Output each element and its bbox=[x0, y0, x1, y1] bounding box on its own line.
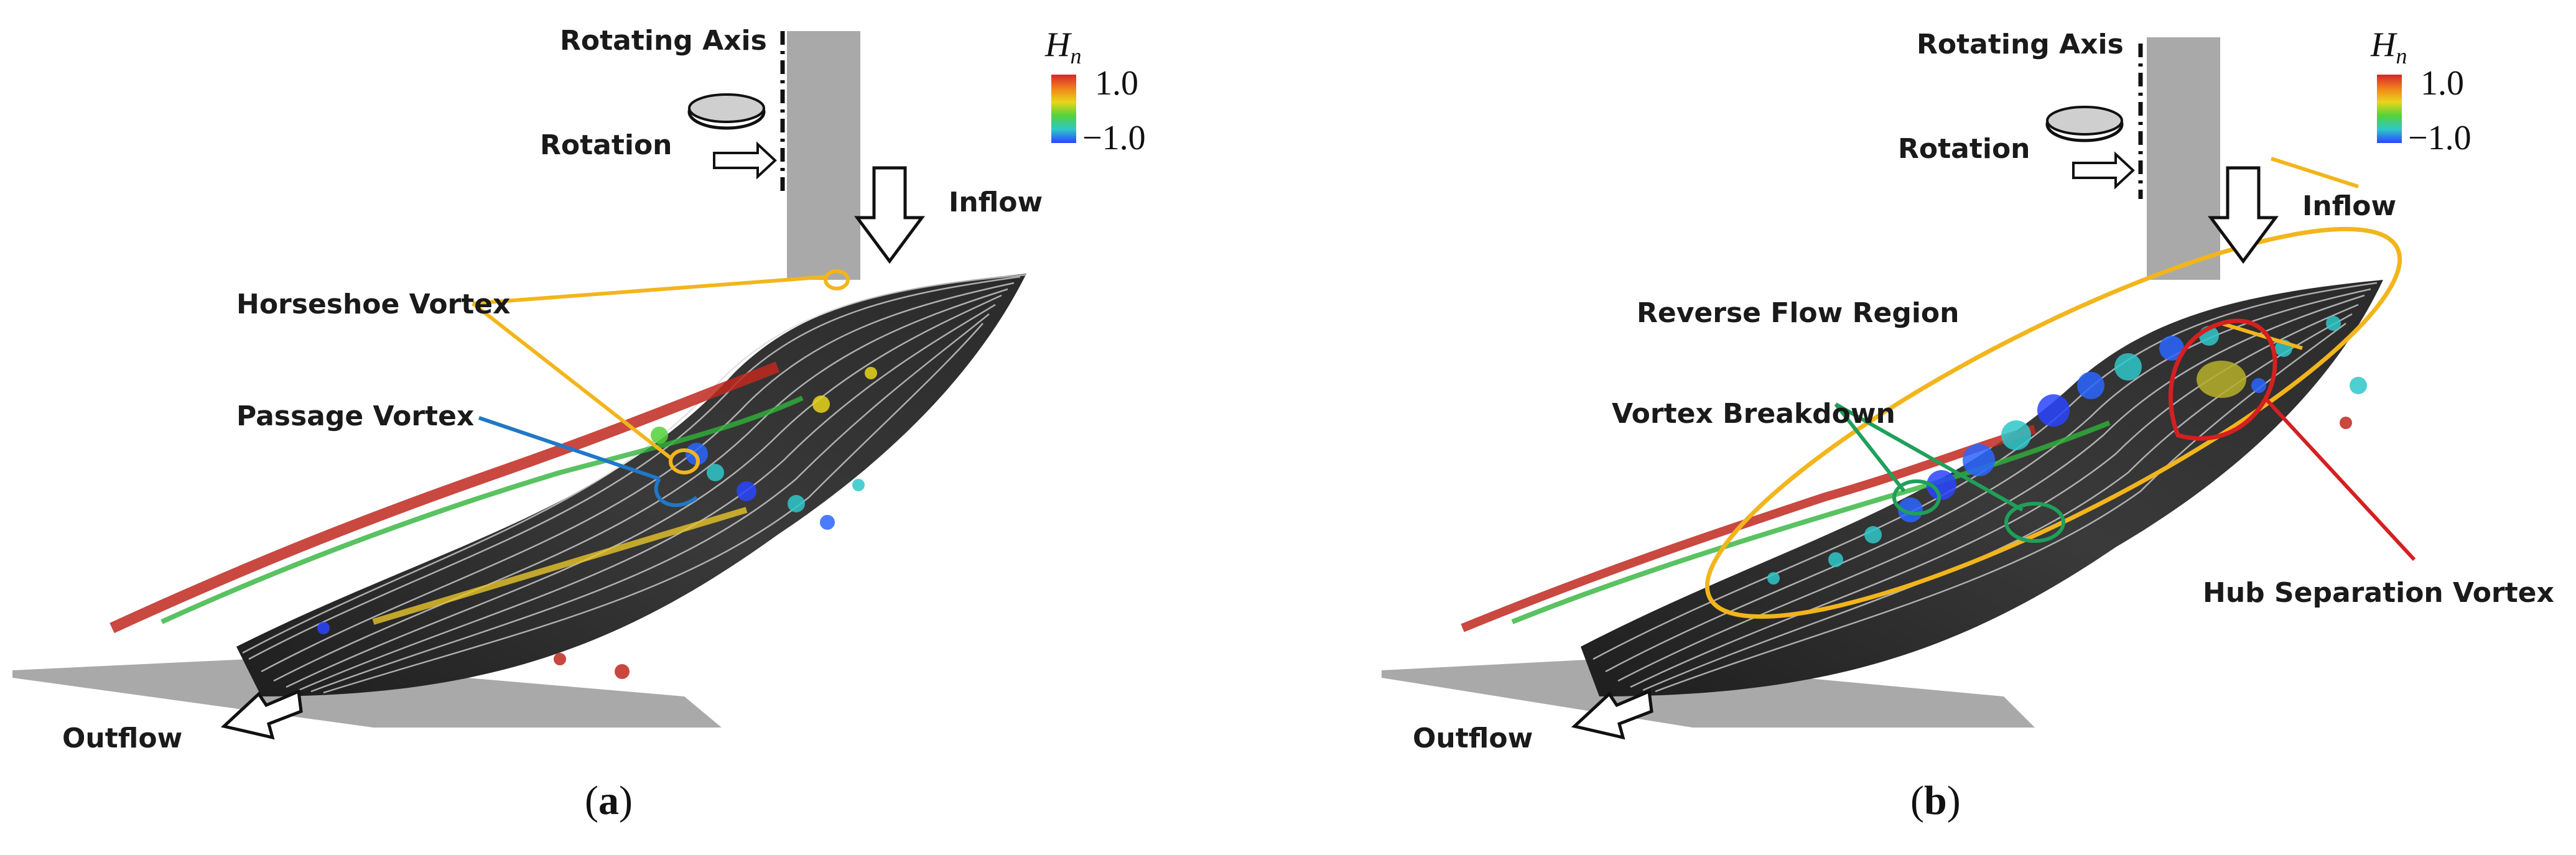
reverse-flow-ellipse bbox=[1704, 226, 2402, 619]
horseshoe-leader-lines bbox=[472, 269, 850, 474]
green-vortex-streak bbox=[160, 395, 804, 624]
vortex-breakdown-marks bbox=[1834, 402, 2065, 543]
inflow-arrow-icon bbox=[854, 166, 925, 264]
colorbar-max: 1.0 bbox=[1095, 64, 1138, 103]
flow-visualization-a bbox=[12, 31, 1027, 740]
hub-surface bbox=[12, 659, 722, 728]
streamlines bbox=[1593, 282, 2378, 693]
green-vortex-streak bbox=[1511, 420, 2111, 624]
passage-vortex-label: Passage Vortex bbox=[236, 400, 475, 432]
inflow-arrow-icon bbox=[2208, 166, 2279, 264]
reverse-flow-pointer bbox=[2271, 157, 2359, 188]
streamlines bbox=[242, 274, 1027, 694]
reverse-flow-leader bbox=[2221, 321, 2303, 350]
flow-visualization-b bbox=[1382, 37, 2416, 740]
rotating-shaft bbox=[2147, 37, 2220, 280]
rotation-label: Rotation bbox=[540, 129, 672, 161]
colorbar-title: Hn bbox=[1045, 25, 1082, 69]
colorbar-b: Hn 1.0 −1.0 bbox=[2371, 25, 2570, 162]
panel-b: Rotating Axis Rotation Inflow Outflow Re… bbox=[1288, 0, 2576, 855]
hub-surface bbox=[1382, 659, 2035, 728]
inflow-label: Inflow bbox=[949, 187, 1043, 218]
red-vortex-sheet bbox=[1461, 425, 2037, 632]
colorbar-gradient bbox=[1051, 75, 1076, 143]
caption-a: (a) bbox=[585, 778, 633, 823]
horseshoe-vortex-label: Horseshoe Vortex bbox=[236, 289, 511, 320]
hub-separation-vortex-label: Hub Separation Vortex bbox=[2203, 577, 2554, 609]
rotating-shaft bbox=[787, 31, 860, 280]
vortex-breakdown-label: Vortex Breakdown bbox=[1612, 398, 1895, 430]
colorbar-max: 1.0 bbox=[2420, 64, 2464, 103]
rotation-label: Rotation bbox=[1898, 133, 2030, 165]
outflow-label: Outflow bbox=[62, 723, 183, 754]
outflow-arrow-icon bbox=[220, 689, 303, 740]
passage-leader-lines bbox=[478, 416, 698, 507]
hub-separation-outline bbox=[2168, 318, 2277, 441]
outflow-label: Outflow bbox=[1413, 723, 1533, 754]
yellow-vortex-streak bbox=[372, 507, 748, 625]
reverse-flow-region-label: Reverse Flow Region bbox=[1637, 297, 1960, 329]
colorbar-title: Hn bbox=[2371, 25, 2407, 69]
inflow-label: Inflow bbox=[2302, 190, 2397, 222]
panel-a: Rotating Axis Rotation Inflow Outflow Ho… bbox=[12, 25, 1244, 823]
colorbar-min: −1.0 bbox=[2408, 119, 2471, 157]
rotating-axis-label: Rotating Axis bbox=[560, 25, 767, 57]
caption-b: (b) bbox=[1910, 778, 1961, 823]
vortex-blobs bbox=[1767, 316, 2367, 585]
blade-surface bbox=[236, 274, 1026, 696]
rotation-arrow-icon bbox=[2045, 106, 2135, 190]
colorbar-a: Hn 1.0 −1.0 bbox=[1045, 25, 1244, 162]
red-vortex-sheet bbox=[109, 361, 780, 634]
rotating-axis-label: Rotating Axis bbox=[1917, 29, 2124, 60]
outflow-arrow-icon bbox=[1571, 689, 1653, 740]
hub-separation-leader bbox=[2263, 396, 2416, 562]
rotation-arrow-icon bbox=[687, 93, 777, 180]
colorbar-min: −1.0 bbox=[1082, 119, 1146, 157]
colorbar-gradient bbox=[2377, 75, 2402, 143]
